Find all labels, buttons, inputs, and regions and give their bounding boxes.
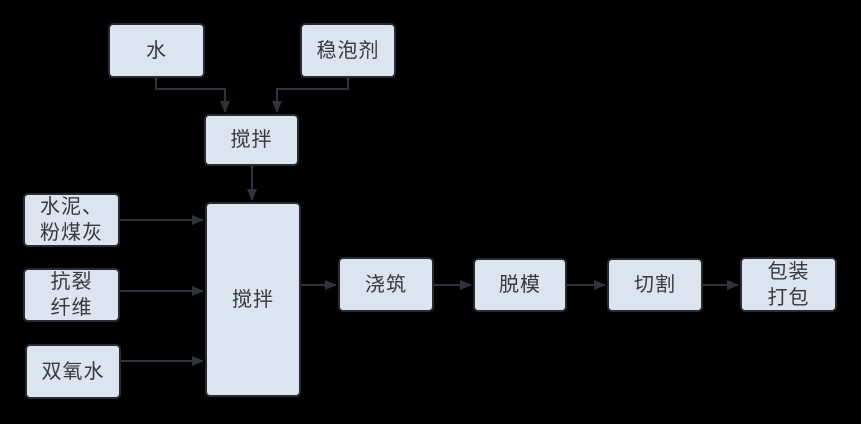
- flow-node-hydrogen-peroxide: 双氧水: [25, 344, 121, 399]
- flow-node-anti-crack-fiber-label: 抗裂 纤维: [50, 271, 93, 319]
- flow-node-anti-crack-fiber: 抗裂 纤维: [23, 268, 120, 322]
- flow-node-pouring-label: 浇筑: [365, 273, 407, 296]
- flow-node-cement-fly-ash-label: 水泥、 粉煤灰: [40, 196, 103, 244]
- flow-node-water: 水: [108, 23, 205, 78]
- arrow-stabilizer-to-mixing1: [272, 78, 349, 113]
- flow-node-cement-fly-ash: 水泥、 粉煤灰: [23, 193, 120, 247]
- flow-node-foam-stabilizer-label: 稳泡剂: [316, 39, 380, 62]
- flow-node-foam-stabilizer: 稳泡剂: [300, 23, 396, 78]
- arrow-water-to-mixing1: [155, 78, 230, 113]
- flow-node-water-label: 水: [146, 39, 167, 62]
- flow-node-cutting-label: 切割: [634, 274, 676, 296]
- flow-node-hydrogen-peroxide-label: 双氧水: [41, 360, 105, 383]
- flow-node-mixing-2: 搅拌: [205, 202, 301, 397]
- flow-node-packing-label: 包装 打包: [767, 260, 810, 309]
- flow-node-cutting: 切割: [607, 258, 703, 312]
- flow-node-mixing-2-label: 搅拌: [232, 288, 274, 311]
- flow-node-pouring: 浇筑: [338, 257, 434, 312]
- flow-node-mixing-1: 搅拌: [204, 114, 299, 166]
- flow-node-packing: 包装 打包: [740, 257, 837, 312]
- flow-node-demolding: 脱模: [473, 258, 567, 312]
- flow-node-mixing-1-label: 搅拌: [230, 129, 273, 151]
- flow-node-demolding-label: 脱模: [499, 274, 541, 296]
